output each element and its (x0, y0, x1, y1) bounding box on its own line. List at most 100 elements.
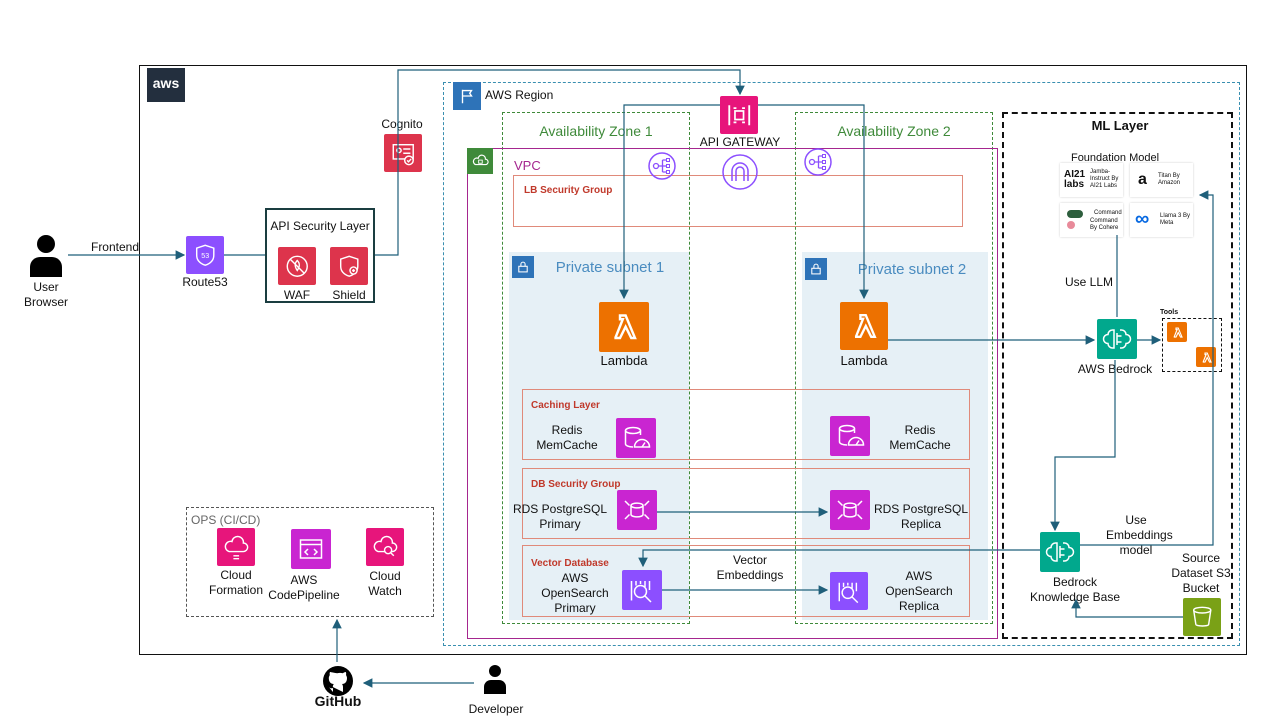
region-label: AWS Region (485, 88, 554, 102)
az2 (795, 112, 993, 624)
model-command-caption: Command By Cohere (1090, 218, 1119, 231)
opensearch-replica-icon[interactable] (830, 572, 868, 610)
user-icon (28, 233, 64, 277)
route53-icon[interactable]: 53 (186, 236, 224, 274)
lb-security-group (513, 175, 963, 227)
vector-database (522, 545, 970, 617)
kb-to-opensearch (638, 549, 1040, 568)
gateway-to-lambda2 (758, 104, 869, 300)
opensearch-primary-label: AWS OpenSearch Primary (541, 571, 609, 615)
tools-box (1162, 318, 1222, 372)
model-ai21-logo: AI21 labs (1064, 169, 1086, 190)
tool-lambda-1-icon[interactable] (1167, 322, 1187, 342)
cloudwatch-label: Cloud Watch (368, 569, 402, 598)
internet-gateway-icon (721, 153, 759, 191)
redis-2-label: Redis MemCache (889, 423, 951, 452)
vpc (467, 148, 998, 639)
subnet1-lock-icon (512, 256, 534, 278)
model-llama-caption: Llama 3 By Meta (1160, 213, 1191, 226)
gateway-to-lambda1 (619, 104, 720, 300)
rds-replica-icon[interactable] (830, 490, 870, 530)
lambda-2-label: Lambda (840, 353, 888, 368)
waf-icon[interactable] (278, 247, 316, 285)
shield-label: Shield (332, 288, 366, 302)
waf-label: WAF (283, 288, 311, 302)
lb-sg-label: LB Security Group (524, 185, 613, 196)
cloudformation-label: Cloud Formation (208, 568, 264, 597)
subnet2-lock-icon (805, 258, 827, 280)
shield-icon[interactable] (330, 247, 368, 285)
meta-logo-icon: ∞ (1135, 208, 1150, 230)
rds-primary-icon[interactable] (617, 490, 657, 530)
developer-label: Developer (468, 702, 524, 716)
rds-replica-label: RDS PostgreSQL Replica (873, 502, 969, 531)
route53-label: Route53 (182, 275, 228, 289)
user-label: User Browser (23, 280, 68, 309)
vpc-icon (467, 148, 493, 174)
vector-db-label: Vector Database (531, 558, 609, 569)
s3-to-kb (1071, 598, 1183, 618)
aws-logo: aws (147, 68, 185, 102)
cognito-label: Cognito (381, 117, 423, 131)
security-to-gateway (375, 69, 745, 256)
load-balancer-2-icon (803, 147, 833, 177)
az1 (502, 112, 690, 624)
aws-region (443, 82, 1240, 646)
model-ai21-caption: Jamba-Instruct By AI21 Labs (1090, 169, 1119, 189)
vpc-label: VPC (514, 158, 541, 173)
redis-1-icon[interactable] (616, 418, 656, 458)
use-embeddings-label: Use Embeddings model (1106, 513, 1173, 557)
s3-bucket-icon[interactable] (1183, 598, 1221, 636)
caching-layer (522, 389, 970, 460)
svg-text:53: 53 (201, 252, 209, 260)
api-gateway-icon[interactable] (720, 96, 758, 134)
frontend-label: Frontend (90, 240, 140, 254)
region-flag-icon (453, 82, 481, 110)
cohere-logo-dot-icon (1067, 221, 1075, 229)
use-llm-label: Use LLM (1064, 275, 1114, 289)
subnet2-label: Private subnet 2 (857, 261, 967, 278)
developer-icon (483, 664, 507, 694)
model-amazon-logo: a (1138, 171, 1147, 188)
az2-label: Availability Zone 2 (837, 123, 951, 139)
cloudformation-icon[interactable] (217, 528, 255, 566)
aws-logo-text: aws (152, 75, 180, 91)
lambda-1-label: Lambda (600, 353, 648, 368)
lambda-1-icon[interactable] (599, 302, 649, 352)
github-label: GitHub (314, 693, 362, 709)
model-titan-card[interactable]: a Titan By Amazon (1130, 163, 1193, 197)
cloudwatch-icon[interactable] (366, 528, 404, 566)
load-balancer-1-icon (647, 151, 677, 181)
redis-1-label: Redis MemCache (536, 423, 598, 452)
foundation-model-label: Foundation Model (1070, 152, 1160, 164)
aws-cloud-frame (139, 65, 1247, 655)
redis-2-icon[interactable] (830, 416, 870, 456)
api-gateway-label: API GATEWAY (699, 135, 781, 149)
model-llama-card[interactable]: ∞ Llama 3 By Meta (1130, 203, 1193, 237)
codepipeline-label: AWS CodePipeline (268, 573, 340, 602)
bedrock-icon[interactable] (1097, 319, 1137, 359)
lambda-2-icon[interactable] (840, 302, 888, 350)
model-ai21-card[interactable]: AI21 labs Jamba-Instruct By AI21 Labs (1060, 163, 1123, 197)
ml-layer-label: ML Layer (1091, 118, 1149, 133)
model-command-card[interactable]: Command Command By Cohere (1060, 203, 1123, 237)
vector-embeddings-label: Vector Embeddings (716, 553, 784, 582)
cohere-logo-icon (1067, 210, 1083, 218)
bedrock-to-kb (1050, 360, 1116, 532)
github-icon[interactable] (322, 665, 354, 697)
cognito-icon[interactable] (384, 134, 422, 172)
db-sg-label: DB Security Group (531, 479, 621, 490)
rds-primary-label: RDS PostgreSQL Primary (512, 502, 608, 531)
subnet1-label: Private subnet 1 (555, 259, 665, 276)
s3-label: Source Dataset S3 Bucket (1171, 551, 1231, 595)
api-security-layer-label: API Security Layer (270, 219, 370, 233)
codepipeline-icon[interactable] (291, 529, 331, 569)
opensearch-replica-label: AWS OpenSearch Replica (885, 569, 953, 613)
opensearch-primary-icon[interactable] (622, 570, 662, 610)
caching-layer-label: Caching Layer (531, 400, 600, 411)
api-security-layer (265, 208, 375, 303)
kb-to-embeddings-model (1080, 190, 1214, 546)
tool-lambda-2-icon[interactable] (1196, 347, 1216, 367)
knowledge-base-icon[interactable] (1040, 532, 1080, 572)
